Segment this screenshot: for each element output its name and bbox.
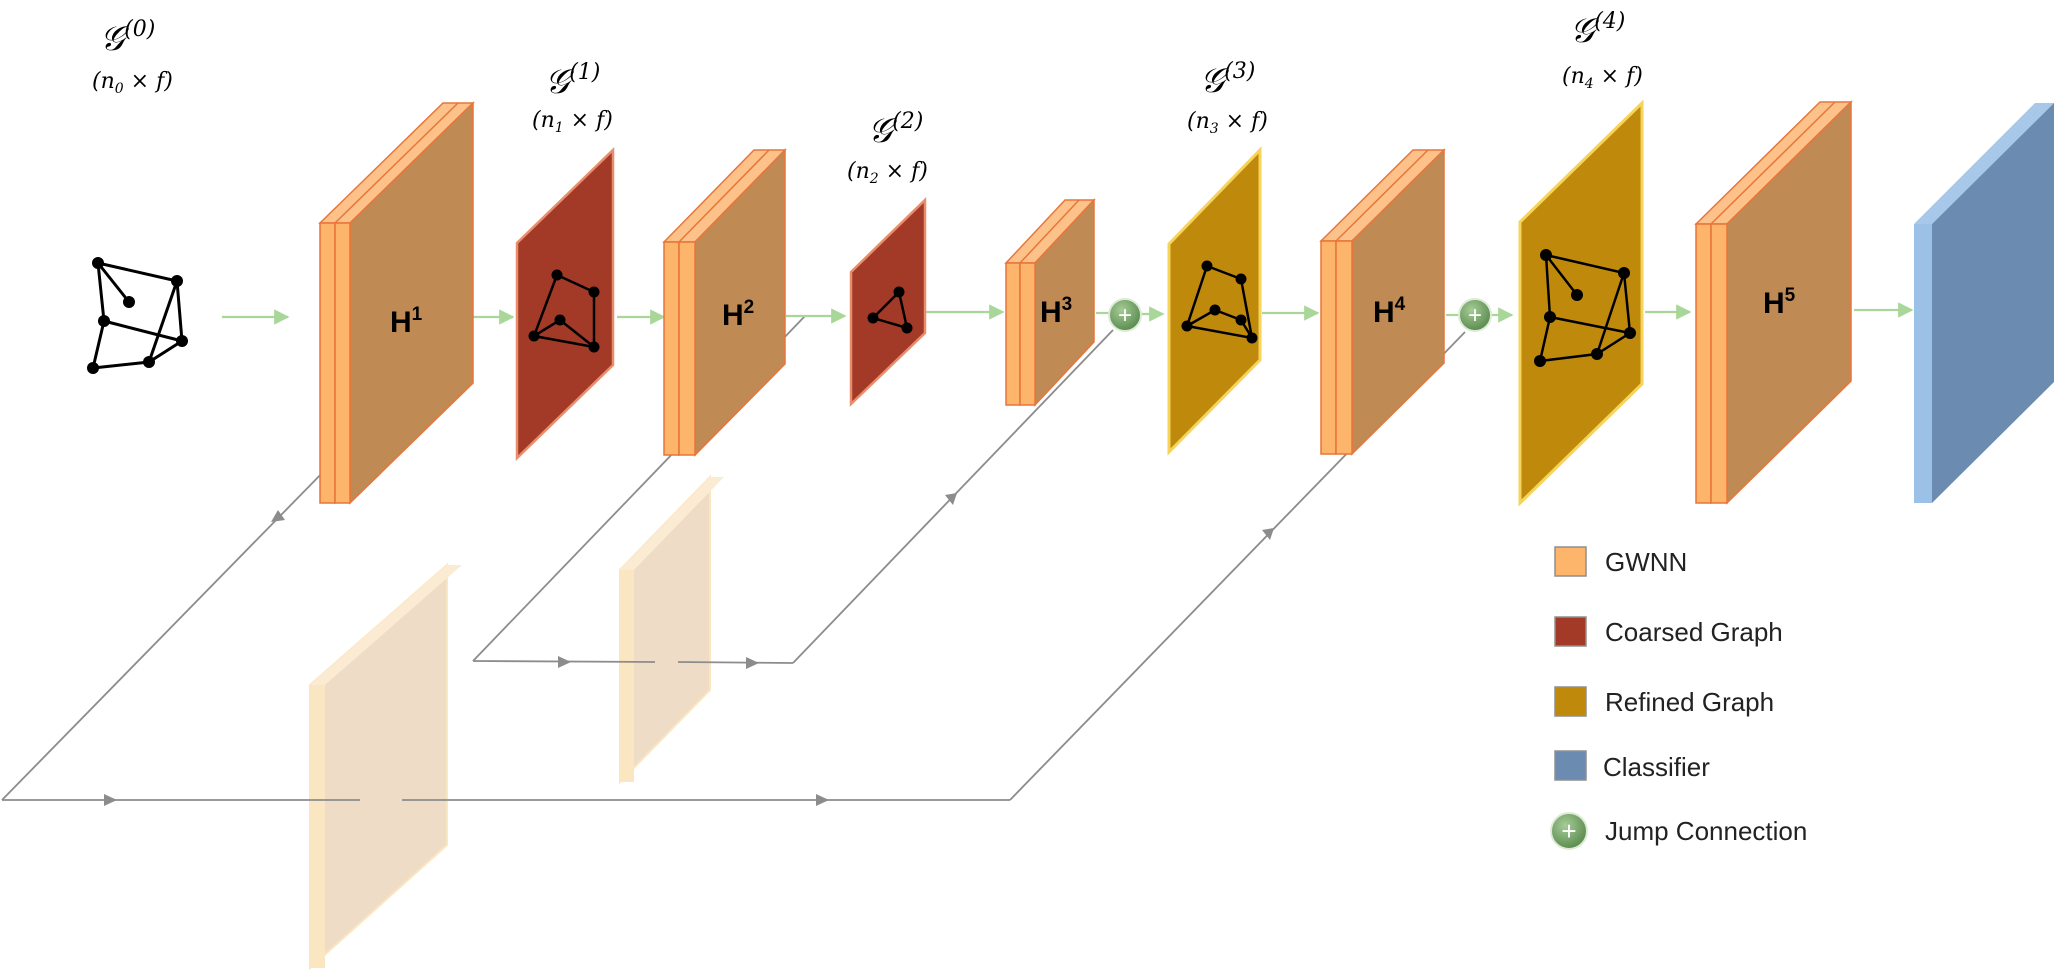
layer-label-h2: H2 — [722, 297, 754, 332]
svg-text:(n0 × f): (n0 × f) — [92, 69, 173, 97]
refined-graph-g4 — [1518, 99, 1644, 507]
skip-arrowhead — [558, 656, 571, 668]
ghost-layer-1 — [309, 562, 462, 970]
svg-text:Classifier: Classifier — [1603, 752, 1710, 782]
legend-item-refined-graph: Refined Graph — [1554, 686, 1774, 717]
skip-arrowhead — [816, 794, 829, 806]
refined-graph-g4-nodes — [1534, 249, 1636, 367]
jump-connection-icon: + — [1108, 298, 1142, 332]
svg-text:𝒢(4): 𝒢(4) — [1570, 9, 1625, 51]
coarsed-swatch — [1554, 616, 1587, 647]
skip-arrowheads — [104, 493, 1274, 806]
jump-connection-icon: + — [1458, 298, 1492, 332]
gwnn-layer-h4 — [1319, 148, 1446, 456]
svg-text:+: + — [1468, 302, 1482, 329]
svg-text:𝒢(2): 𝒢(2) — [868, 109, 923, 151]
svg-text:GWNN: GWNN — [1605, 547, 1687, 577]
gwnn-layer-h1 — [318, 101, 475, 505]
layer-label-h1: H1 — [390, 304, 423, 339]
skip-arrowhead — [945, 493, 957, 505]
refined-graph-g3-nodes — [1181, 260, 1258, 344]
input-graph-nodes — [87, 257, 188, 374]
legend-item-coarsed-graph: Coarsed Graph — [1554, 616, 1783, 647]
svg-text:𝒢(0): 𝒢(0) — [100, 17, 155, 59]
flow-arrows — [222, 302, 1914, 325]
svg-text:(n2 × f): (n2 × f) — [847, 159, 928, 187]
layer-label-h3: H3 — [1040, 294, 1072, 329]
classifier-swatch — [1554, 750, 1587, 781]
gwnn-layer-h3 — [1004, 198, 1096, 407]
graph-label-g1: 𝒢(1) (n1 × f) — [532, 60, 613, 136]
graph-label-g2: 𝒢(2) (n2 × f) — [847, 109, 928, 187]
jump-connection-icon: + — [1550, 812, 1588, 850]
svg-text:Jump Connection: Jump Connection — [1605, 816, 1807, 846]
svg-text:(n3 × f): (n3 × f) — [1187, 109, 1268, 137]
skip-arrowhead — [1262, 528, 1274, 540]
legend: GWNN Coarsed Graph Refined Graph Classif… — [1550, 546, 1807, 850]
skip-arrowhead — [104, 794, 117, 806]
refined-swatch — [1554, 686, 1587, 717]
skip-arrowhead — [746, 657, 759, 669]
svg-text:Refined Graph: Refined Graph — [1605, 687, 1774, 717]
legend-item-gwnn: GWNN — [1554, 546, 1687, 577]
coarsed-graph-g1 — [515, 147, 615, 461]
layer-label-h4: H4 — [1373, 294, 1406, 329]
refined-graph-g3 — [1167, 146, 1262, 456]
skip-path-inner-bottom-b — [677, 661, 794, 664]
gwnn-layer-h2 — [662, 148, 787, 457]
coarsed-graph-g1-nodes — [528, 269, 600, 353]
legend-item-jump-connection: + Jump Connection — [1550, 812, 1807, 850]
gwnn-swatch — [1554, 546, 1587, 577]
skip-arrowhead — [271, 510, 285, 522]
gwnn-layer-h5 — [1694, 100, 1853, 505]
ghost-layer-2 — [619, 474, 724, 785]
svg-text:𝒢(1): 𝒢(1) — [545, 60, 600, 102]
svg-text:+: + — [1561, 816, 1576, 846]
classifier-layer — [1914, 103, 2054, 503]
legend-item-classifier: Classifier — [1554, 750, 1710, 782]
layer-label-h5: H5 — [1763, 285, 1796, 320]
svg-text:(n4 × f): (n4 × f) — [1562, 64, 1643, 92]
graph-label-g4: 𝒢(4) (n4 × f) — [1562, 9, 1643, 92]
svg-text:(n1 × f): (n1 × f) — [532, 108, 613, 136]
graph-label-g3: 𝒢(3) (n3 × f) — [1187, 59, 1268, 137]
coarsed-graph-g2-nodes — [867, 286, 913, 334]
coarsed-graph-g2-icon — [870, 289, 909, 330]
svg-text:𝒢(3): 𝒢(3) — [1200, 59, 1255, 101]
graph-label-g0: 𝒢(0) (n0 × f) — [92, 17, 173, 97]
svg-text:+: + — [1118, 302, 1132, 329]
svg-text:Coarsed Graph: Coarsed Graph — [1605, 617, 1783, 647]
